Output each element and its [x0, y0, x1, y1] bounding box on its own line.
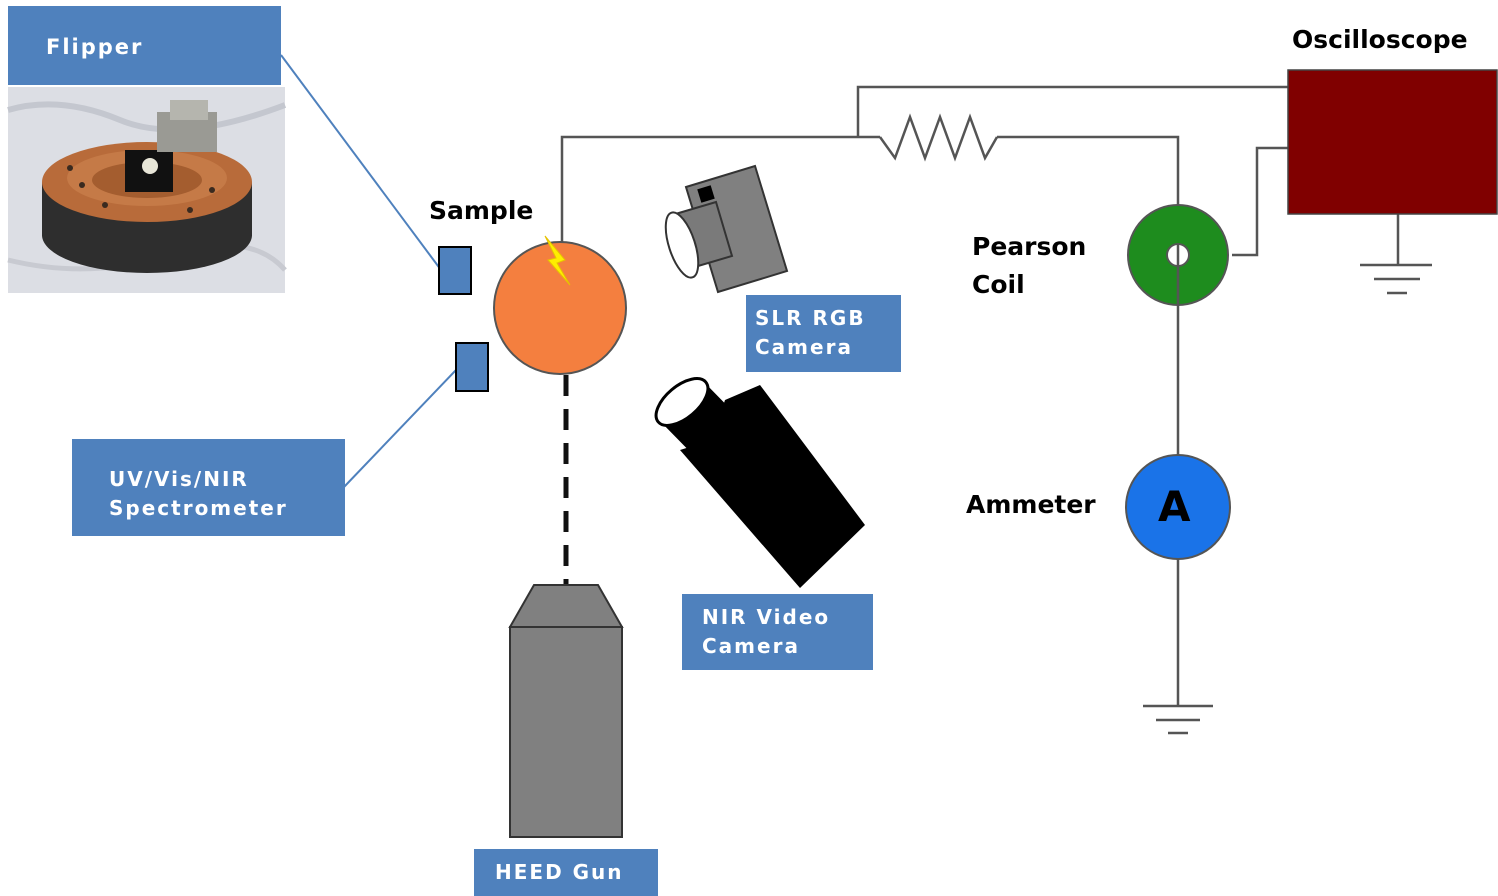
ammeter-label: Ammeter — [966, 490, 1096, 519]
spectrometer-leader-line — [343, 369, 457, 488]
nir-camera-label-line2: Camera — [702, 634, 800, 658]
pearson-coil-label-line2: Coil — [972, 270, 1025, 299]
flipper-label: Flipper — [8, 6, 281, 85]
spectrometer-block — [455, 342, 489, 392]
oscilloscope-box — [1287, 69, 1498, 215]
flipper-label-text: Flipper — [46, 35, 144, 59]
nir-camera-icon — [654, 377, 865, 588]
slr-camera-label: SLR RGB Camera — [746, 295, 901, 372]
sample-circle — [493, 241, 627, 375]
sample-label: Sample — [429, 196, 534, 225]
nir-camera-label-line1: NIR Video — [702, 605, 831, 629]
camera-icon — [664, 164, 789, 294]
ammeter-circle — [1125, 454, 1231, 560]
pearson-coil-label-line1: Pearson — [972, 232, 1087, 261]
spark-icon — [544, 235, 571, 286]
flipper-photo — [7, 87, 287, 293]
spectrometer-label: UV/Vis/NIR Spectrometer — [72, 439, 345, 536]
pearson-coil-label: Pearson Coil — [972, 228, 1086, 304]
slr-camera-label-line1: SLR RGB — [755, 306, 866, 330]
circuit-wires — [560, 85, 1400, 706]
heed-gun — [508, 584, 624, 838]
ground-icon — [1360, 263, 1432, 295]
spectrometer-label-line1: UV/Vis/NIR — [109, 467, 249, 491]
flipper-leader-line — [280, 54, 442, 271]
nir-camera-label: NIR Video Camera — [682, 594, 873, 670]
resistor-icon — [878, 113, 999, 162]
ground-icon — [1143, 704, 1213, 735]
ammeter-symbol: A — [1158, 482, 1191, 531]
flipper-block — [438, 246, 472, 295]
heed-gun-label-text: HEED Gun — [495, 860, 624, 884]
oscilloscope-label: Oscilloscope — [1292, 25, 1468, 54]
heed-gun-label: HEED Gun — [474, 849, 658, 896]
spectrometer-label-line2: Spectrometer — [109, 496, 288, 520]
slr-camera-label-line2: Camera — [755, 335, 853, 359]
